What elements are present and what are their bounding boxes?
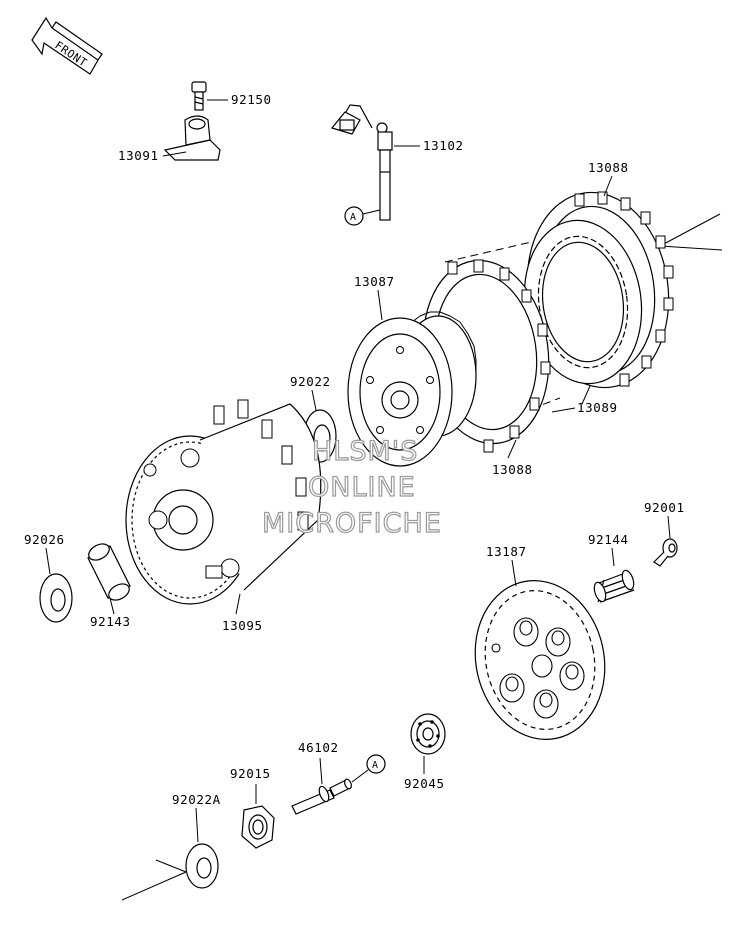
ref-a-circle-bottom xyxy=(366,754,386,774)
label-92015[interactable]: 92015 xyxy=(230,766,271,781)
label-13088b[interactable]: 13088 xyxy=(492,462,533,477)
label-92143[interactable]: 92143 xyxy=(90,614,131,629)
label-92026[interactable]: 92026 xyxy=(24,532,65,547)
leader-13088a xyxy=(603,175,613,197)
label-92150[interactable]: 92150 xyxy=(231,92,272,107)
washer-92026[interactable] xyxy=(39,573,73,623)
leader-13089 xyxy=(581,385,591,405)
steel-plate-13089[interactable] xyxy=(514,213,652,392)
watermark-line-2: ONLINE xyxy=(308,472,416,503)
leader-92001 xyxy=(667,515,671,539)
leader-13091 xyxy=(162,151,187,157)
bracket-13091[interactable] xyxy=(163,115,221,161)
leader-13087 xyxy=(377,289,383,321)
collar-92143[interactable] xyxy=(86,541,132,604)
leader-92143 xyxy=(109,597,115,615)
label-13088a[interactable]: 13088 xyxy=(588,160,629,175)
label-92022A[interactable]: 92022A xyxy=(172,792,221,807)
label-13102[interactable]: 13102 xyxy=(423,138,464,153)
push-rod-46102[interactable] xyxy=(291,778,353,815)
leader-ref-a-top xyxy=(362,209,381,215)
ref-a-top: A xyxy=(350,212,357,223)
bolt-92150[interactable] xyxy=(191,81,207,111)
leader-13088b xyxy=(507,439,517,459)
label-13087[interactable]: 13087 xyxy=(354,274,395,289)
leader-ref-a-bottom xyxy=(351,769,369,783)
spring-92144[interactable] xyxy=(592,569,636,603)
label-13091[interactable]: 13091 xyxy=(118,148,159,163)
label-92001[interactable]: 92001 xyxy=(644,500,685,515)
assembly-axis-bottom xyxy=(121,859,187,901)
ref-a-circle-top xyxy=(344,206,364,226)
bearing-92045[interactable] xyxy=(410,713,446,755)
label-13187[interactable]: 13187 xyxy=(486,544,527,559)
label-92045[interactable]: 92045 xyxy=(404,776,445,791)
front-arrow: FRONT xyxy=(31,16,103,75)
leader-92022a xyxy=(195,807,199,843)
leader-92144 xyxy=(611,547,615,567)
clutch-housing-13095[interactable] xyxy=(125,399,322,605)
label-13095[interactable]: 13095 xyxy=(222,618,263,633)
leader-92022 xyxy=(311,389,317,411)
leader-92026 xyxy=(45,547,51,575)
label-13089[interactable]: 13089 xyxy=(577,400,618,415)
watermark: HLSM'S ONLINE MICROFICHE xyxy=(261,435,442,539)
watermark-line-1: HLSM'S xyxy=(312,436,418,467)
watermark-line-3: MICROFICHE xyxy=(262,508,442,539)
leader-46102 xyxy=(319,757,323,785)
washer-92022a[interactable] xyxy=(185,843,219,889)
label-92144[interactable]: 92144 xyxy=(588,532,629,547)
bolt-92001[interactable] xyxy=(653,538,678,567)
leader-13095 xyxy=(235,593,241,615)
pressure-plate-13187[interactable] xyxy=(461,568,619,751)
leader-13089-b xyxy=(551,407,576,413)
release-lever-13102[interactable] xyxy=(330,104,393,221)
label-92022[interactable]: 92022 xyxy=(290,374,331,389)
ref-a-bottom: A xyxy=(372,760,379,771)
leader-13187 xyxy=(511,559,517,587)
nut-92015[interactable] xyxy=(241,805,275,849)
clutch-hub-13087[interactable] xyxy=(347,311,477,467)
label-46102[interactable]: 46102 xyxy=(298,740,339,755)
